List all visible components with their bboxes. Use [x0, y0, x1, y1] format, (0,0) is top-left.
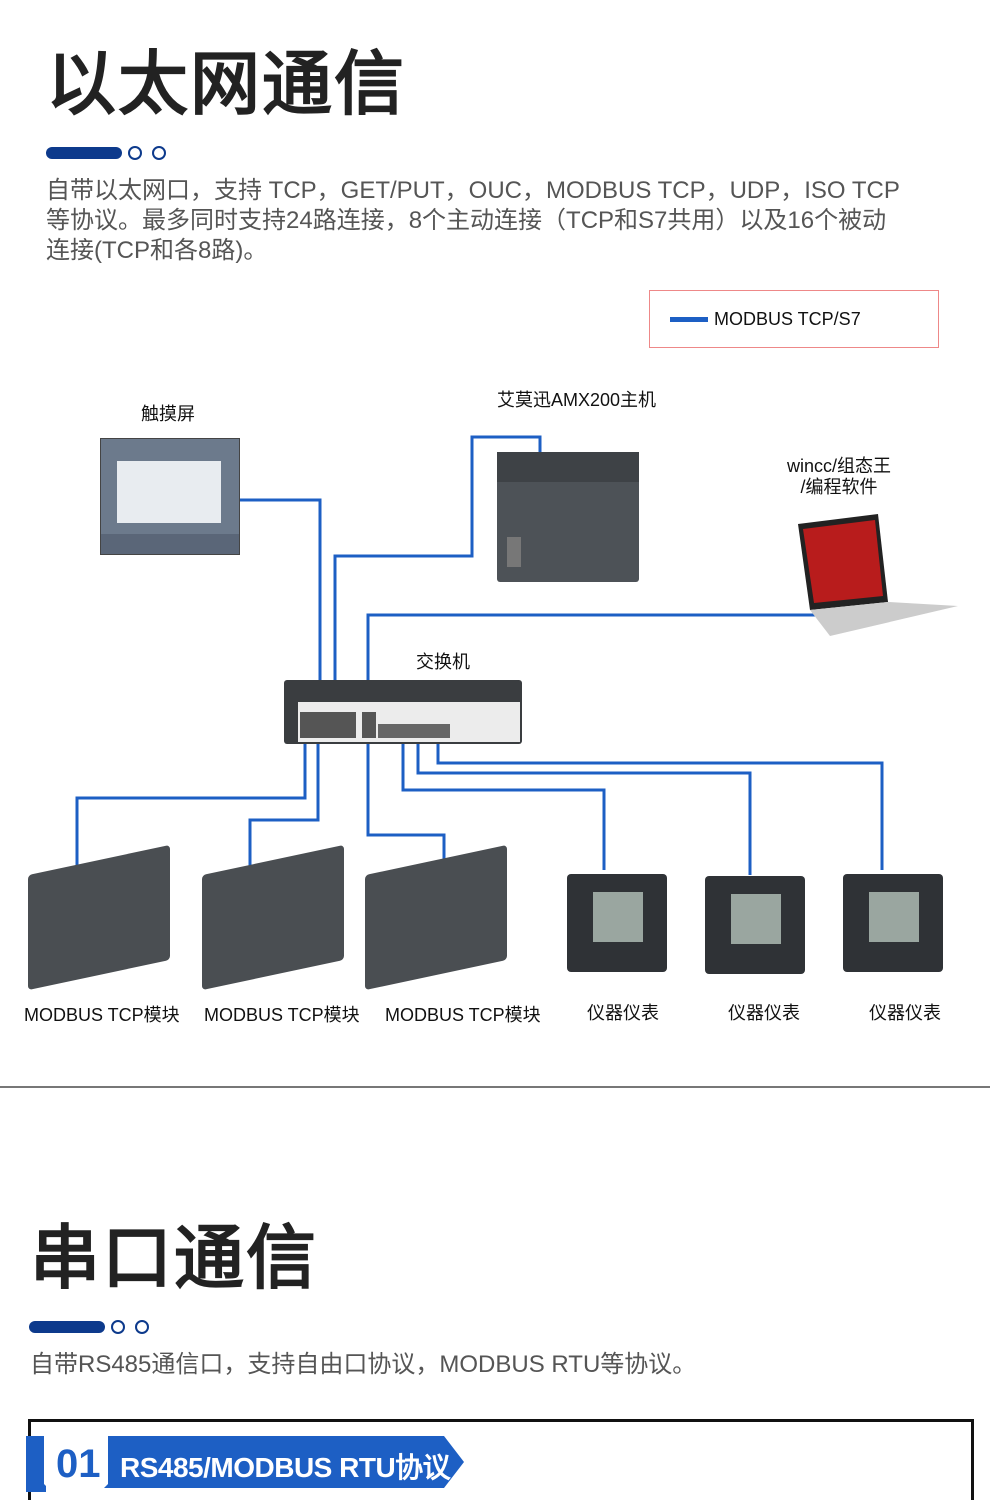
line-meter1: [401, 738, 606, 870]
desc-line: 自带以太网口，支持 TCP，GET/PUT，OUC，MODBUS TCP，UDP…: [46, 177, 900, 204]
line-meter2: [416, 738, 752, 875]
desc-line: 等协议。最多同时支持24路连接，8个主动连接（TCP和S7共用）以及16个被动: [46, 207, 887, 234]
software-label-line: /编程软件: [800, 477, 878, 497]
line-module2: [248, 738, 320, 885]
node-label: MODBUS TCP模块: [204, 1005, 360, 1025]
plc-device-image: [497, 452, 639, 582]
node-label: MODBUS TCP模块: [385, 1005, 541, 1025]
node-label: MODBUS TCP模块: [24, 1005, 180, 1025]
hmi-device-image: [100, 438, 240, 555]
line-hmi: [238, 498, 322, 722]
legend-line-icon: [670, 317, 708, 322]
line-plc: [333, 435, 542, 722]
software-label-line: wincc/组态王: [787, 456, 892, 476]
line-meter3: [436, 738, 884, 870]
line-module1: [75, 738, 307, 880]
meter-image: [567, 874, 667, 972]
hmi-label: 触摸屏: [141, 404, 195, 424]
desc-line: 连接(TCP和各8路)。: [46, 237, 268, 264]
software-label: wincc/组态王 /编程软件: [787, 456, 891, 498]
plc-label: 艾莫迅AMX200主机: [497, 390, 657, 410]
banner-label: RS485/MODBUS RTU协议: [120, 1452, 451, 1483]
switch-device-image: [284, 680, 522, 744]
serial-description: 自带RS485通信口，支持自由口协议，MODBUS RTU等协议。: [30, 1351, 697, 1378]
ethernet-description: 自带以太网口，支持 TCP，GET/PUT，OUC，MODBUS TCP，UDP…: [46, 176, 946, 266]
line-module3: [366, 738, 446, 870]
meter-image: [705, 876, 805, 974]
node-label: 仪器仪表: [587, 1003, 659, 1023]
section-divider: [0, 1086, 990, 1088]
legend-label: MODBUS TCP/S7: [714, 309, 861, 329]
banner-shape: [26, 1432, 464, 1500]
switch-label: 交换机: [416, 652, 470, 672]
section-title-serial: 串口通信: [30, 1217, 318, 1299]
meter-image: [843, 874, 943, 972]
node-label: 仪器仪表: [869, 1003, 941, 1023]
section-title-ethernet: 以太网通信: [46, 43, 406, 125]
legend: MODBUS TCP/S7: [649, 290, 939, 348]
node-label: 仪器仪表: [728, 1003, 800, 1023]
connection-lines: [75, 435, 884, 885]
banner-number: 01: [56, 1442, 101, 1486]
laptop-image: [798, 514, 958, 636]
